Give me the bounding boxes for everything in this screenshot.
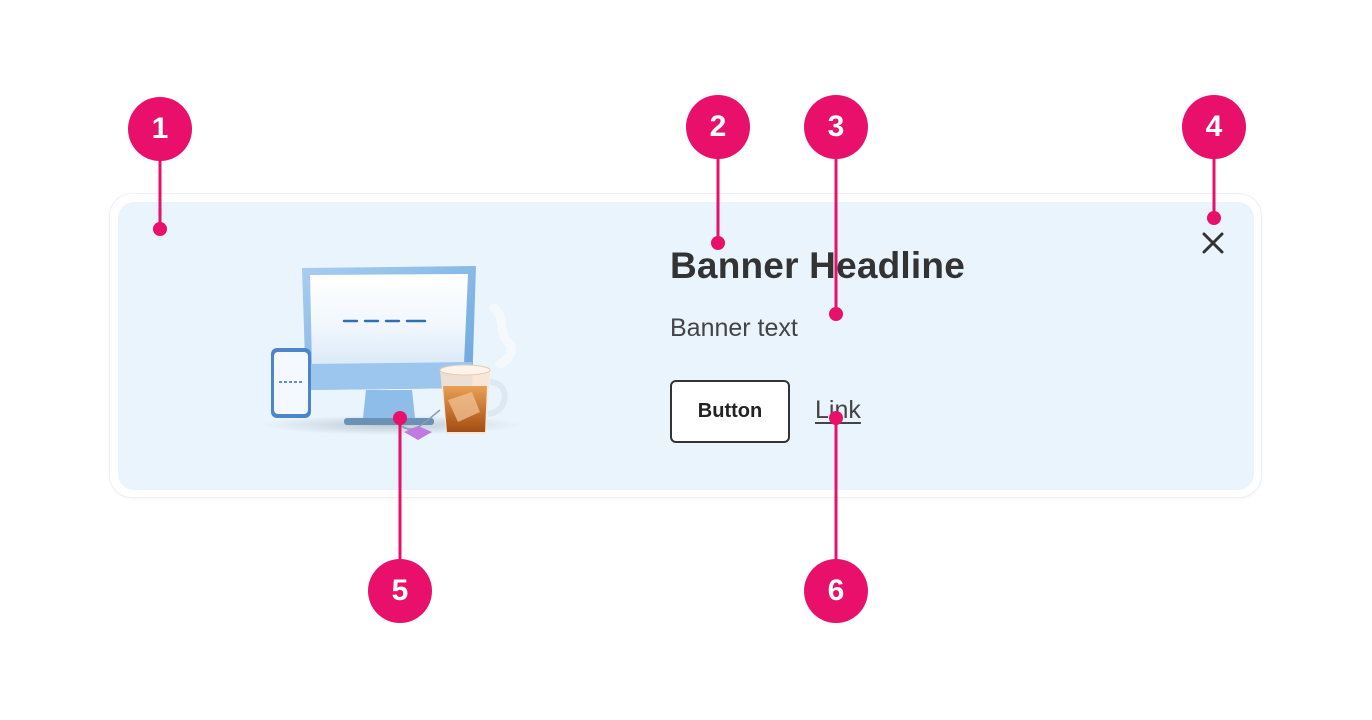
callout-badge-1: 1 <box>128 97 192 161</box>
banner-headline: Banner Headline <box>670 245 965 286</box>
callout-badge-6: 6 <box>804 559 868 623</box>
banner-link[interactable]: Link <box>815 396 861 424</box>
banner-button[interactable]: Button <box>670 380 790 443</box>
banner-illustration <box>262 266 522 440</box>
callout-badge-3: 3 <box>804 95 868 159</box>
close-icon <box>1202 232 1224 254</box>
callout-badge-4: 4 <box>1182 95 1246 159</box>
banner-text: Banner text <box>670 314 798 342</box>
callout-badge-2: 2 <box>686 95 750 159</box>
close-button[interactable] <box>1196 226 1230 260</box>
callout-badge-5: 5 <box>368 559 432 623</box>
